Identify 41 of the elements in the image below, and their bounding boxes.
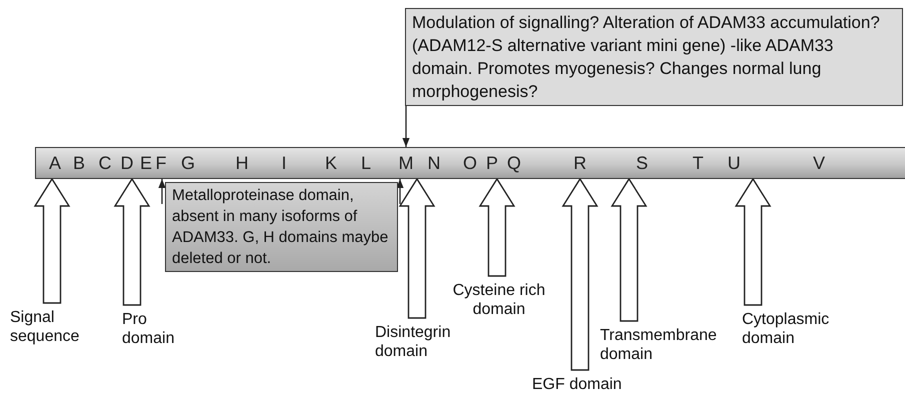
domain-label: Cysteine rich domain [444, 281, 554, 319]
domain-label: Pro domain [122, 310, 182, 348]
domain-letter: E [140, 152, 152, 174]
domain-letter: Q [507, 152, 521, 174]
domain-letter: T [692, 152, 704, 174]
domain-letter: C [98, 152, 112, 174]
domain-letter: N [428, 152, 440, 174]
domain-letter: I [282, 152, 286, 174]
domain-letter: A [49, 152, 61, 174]
domain-letter: P [486, 152, 498, 174]
domain-letter: K [325, 152, 337, 174]
domain-letter: M [398, 152, 414, 174]
domain-letter: R [574, 152, 586, 174]
domain-letter: L [361, 152, 371, 174]
domain-letter: S [636, 152, 648, 174]
block-arrow [562, 178, 598, 371]
block-arrow [114, 178, 150, 306]
domain-letter: U [728, 152, 740, 174]
domain-letter: H [236, 152, 248, 174]
protein-domain-bar [35, 147, 905, 179]
domain-label: Signal sequence [10, 308, 80, 346]
block-arrow [610, 178, 648, 322]
block-arrow [398, 178, 436, 319]
arrow [158, 179, 166, 204]
domain-letter: V [813, 152, 825, 174]
domain-letter: G [181, 152, 195, 174]
domain-label: Cytoplasmic domain [742, 310, 852, 348]
domain-label: Transmembrane domain [600, 326, 724, 364]
domain-letter: O [463, 152, 477, 174]
domain-label: EGF domain [532, 375, 642, 394]
annotation-box: Modulation of signalling? Alteration of ADAM33 accumulation? (ADAM12-S alternative variant mini gene) -like ADAM33 domain. Promotes myogenesis? Changes normal lung morphogenesis? [405, 8, 903, 106]
block-arrow [734, 178, 772, 306]
arrow [396, 179, 404, 204]
domain-label: Disintegrin domain [375, 323, 465, 361]
domain-letter: B [73, 152, 85, 174]
block-arrow [34, 178, 70, 304]
arrow [402, 106, 410, 147]
annotation-box: Metalloproteinase domain, absent in many isoforms of ADAM33. G, H domains maybe deleted or not. [165, 182, 398, 272]
domain-letter: D [120, 152, 134, 174]
block-arrow [478, 178, 516, 277]
domain-letter: F [156, 152, 166, 174]
